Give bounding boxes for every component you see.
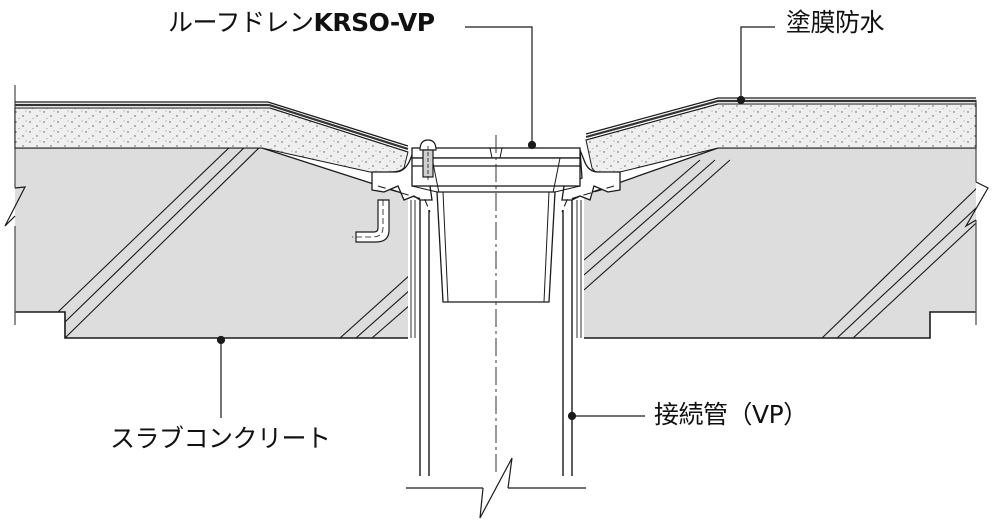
slab-concrete-label: スラブコンクリート (110, 424, 331, 453)
break-mark-right (964, 181, 989, 228)
roof-drain-label-prefix: ルーフドレン (168, 8, 314, 37)
roof-drain-model-label: KRSO-VP (313, 8, 436, 37)
connection-pipe-label: 接続管（VP） (654, 400, 808, 429)
waterproof-membrane (15, 97, 976, 153)
slab-concrete-left (4, 85, 409, 339)
break-mark-left (4, 186, 27, 227)
fixing-bolt (419, 139, 437, 182)
leader-lines (216, 26, 775, 421)
connection-pipe-vp (406, 200, 586, 519)
anchor-hook (352, 199, 390, 243)
coating-waterproofing-label: 塗膜防水 (786, 8, 885, 37)
roof-drain-label: ルーフドレンKRSO-VP (168, 10, 435, 35)
break-mark-pipe (479, 457, 513, 519)
